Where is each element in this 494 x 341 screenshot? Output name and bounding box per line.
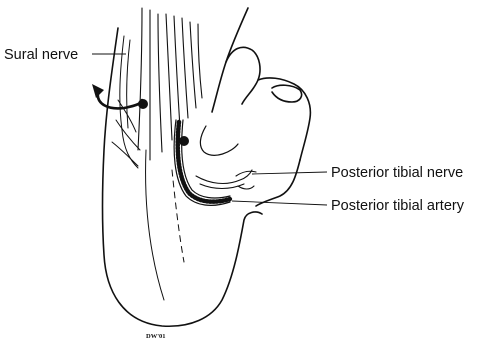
label-posterior-tibial-nerve: Posterior tibial nerve: [331, 165, 463, 181]
foot-outline: [103, 8, 311, 326]
posterior-tibial-nerve: [196, 170, 256, 189]
artist-signature: DW'01: [146, 333, 166, 340]
rotation-arrow-icon: [92, 84, 142, 108]
sural-injection-dot: [138, 99, 148, 109]
tibial-injection-dot: [179, 136, 189, 146]
leader-line-tibial-nerve: [252, 172, 327, 174]
leader-line-tibial-artery: [232, 201, 327, 205]
sural-nerve-strands: [112, 36, 140, 168]
label-sural-nerve: Sural nerve: [4, 47, 78, 63]
label-posterior-tibial-artery: Posterior tibial artery: [331, 198, 465, 214]
achilles-tendon: [138, 8, 202, 300]
